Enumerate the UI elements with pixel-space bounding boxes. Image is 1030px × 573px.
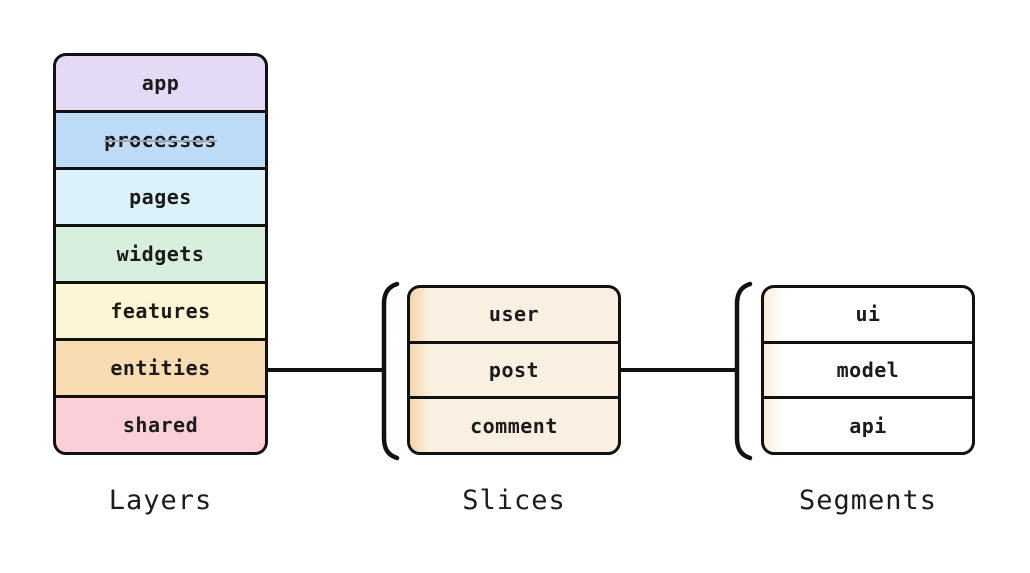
layer-row-processes: processes — [56, 113, 265, 167]
layer-row-entities: entities — [56, 341, 265, 395]
segment-row-ui: ui — [764, 288, 972, 341]
layers-caption: Layers — [108, 485, 213, 516]
layer-row-shared: shared — [56, 398, 265, 452]
layer-label-features: features — [110, 299, 211, 323]
segment-row-model: model — [764, 343, 972, 397]
segments-caption: Segments — [798, 485, 938, 516]
slice-label-comment: comment — [470, 413, 558, 438]
layer-row-features: features — [56, 284, 265, 338]
slice-row-post: post — [410, 343, 618, 397]
layer-row-widgets: widgets — [56, 227, 265, 281]
layer-row-pages: pages — [56, 170, 265, 224]
slice-label-post: post — [488, 358, 540, 382]
segment-label-model: model — [836, 358, 900, 382]
left-bracket-segments-icon — [734, 281, 753, 461]
layer-label-widgets: widgets — [116, 242, 205, 266]
left-bracket-slices-icon — [381, 281, 400, 461]
layer-label-shared: shared — [122, 413, 199, 437]
layers-stack: app processes pages widgets features ent… — [53, 53, 268, 455]
connector-slices-to-segments — [619, 368, 739, 372]
layer-label-entities: entities — [110, 356, 211, 380]
layer-label-processes: processes — [104, 128, 217, 152]
segment-label-ui: ui — [855, 302, 881, 327]
layer-row-app: app — [56, 56, 265, 110]
slices-stack: user post comment — [407, 285, 621, 455]
layer-label-pages: pages — [129, 185, 192, 209]
segment-row-api: api — [764, 399, 972, 452]
connector-layers-to-slices — [266, 368, 386, 372]
slice-row-comment: comment — [410, 399, 618, 452]
layer-label-app: app — [141, 71, 180, 95]
slice-row-user: user — [410, 288, 618, 341]
slices-caption: Slices — [462, 485, 566, 516]
segment-label-api: api — [849, 413, 887, 438]
slice-label-user: user — [488, 302, 540, 327]
segments-stack: ui model api — [761, 285, 975, 455]
